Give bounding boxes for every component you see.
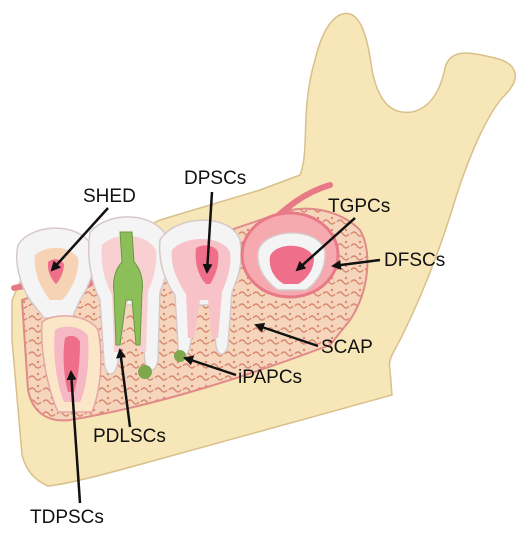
label-dpscs: DPSCs (184, 169, 246, 188)
label-scap: SCAP (321, 338, 373, 357)
label-dfscs: DFSCs (384, 251, 445, 270)
label-shed: SHED (83, 187, 136, 206)
tooth-germ (242, 213, 338, 297)
label-tgpcs: TGPCs (328, 197, 390, 216)
label-tdpscs: TDPSCs (30, 508, 104, 527)
label-pdlscs: PDLSCs (93, 427, 166, 446)
label-ipapcs: iPAPCs (238, 368, 302, 387)
